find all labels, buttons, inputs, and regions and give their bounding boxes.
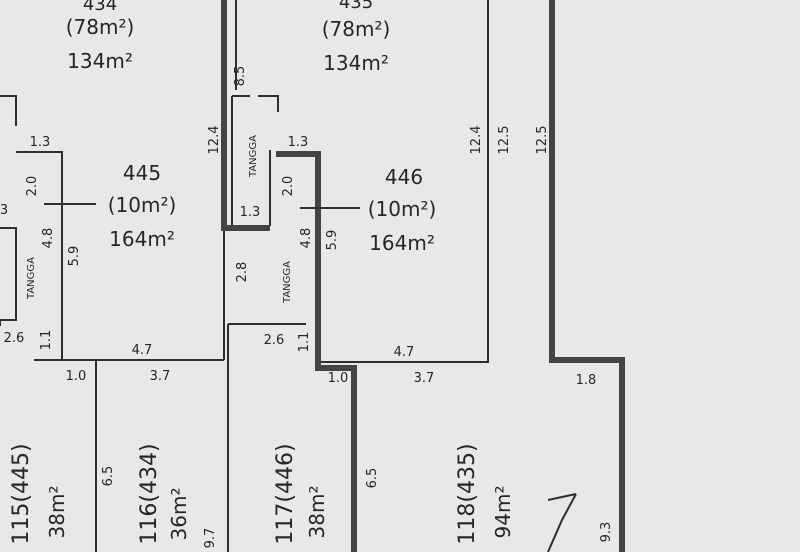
dim-2-0-b: 2.0 bbox=[281, 176, 296, 197]
curve-line bbox=[547, 493, 577, 501]
plot-115-area: 38m² bbox=[45, 486, 69, 539]
plot-434-number: 434 bbox=[83, 0, 117, 15]
plot-boundaries bbox=[0, 0, 489, 552]
dim-2-6: 2.6 bbox=[4, 331, 25, 346]
dim-9-3: 9.3 bbox=[599, 522, 614, 543]
plot-117-area: 38m² bbox=[305, 486, 329, 539]
stair-label-446-top: TANGGA bbox=[248, 135, 259, 178]
boundary-line bbox=[258, 95, 279, 112]
stair-label-445: TANGGA bbox=[26, 257, 37, 300]
plot-435-area: 134m² bbox=[323, 51, 389, 75]
dim-2-8: 2.8 bbox=[235, 262, 250, 283]
boundary-line bbox=[0, 227, 17, 321]
plot-446-area-paren: (10m²) bbox=[368, 197, 437, 221]
plot-115-number: 115(445) bbox=[9, 443, 34, 544]
wall bbox=[276, 151, 357, 552]
boundary-line bbox=[16, 151, 63, 360]
dim-1-3-c: 1.3 bbox=[240, 205, 261, 220]
dimension-ticks bbox=[44, 203, 577, 552]
plot-117-number: 117(446) bbox=[273, 443, 298, 544]
plot-445-area-paren: (10m²) bbox=[108, 193, 177, 217]
dim-12-5-b: 12.5 bbox=[535, 126, 550, 155]
plot-118-area: 94m² bbox=[491, 486, 515, 539]
wall bbox=[549, 0, 625, 552]
dim-4-8-b: 4.8 bbox=[299, 228, 314, 249]
boundary-line bbox=[0, 95, 17, 126]
plot-116-number: 116(434) bbox=[137, 443, 162, 544]
dim-12-4-b: 12.4 bbox=[469, 126, 484, 155]
dim-4-7: 4.7 bbox=[132, 343, 153, 358]
plot-434-area: 134m² bbox=[67, 49, 133, 73]
dim-8-5: 8.5 bbox=[233, 66, 248, 87]
plot-445-area: 164m² bbox=[109, 227, 175, 251]
dim-2-0: 2.0 bbox=[25, 176, 40, 197]
plot-116-area: 36m² bbox=[167, 488, 191, 541]
plot-446-number: 446 bbox=[385, 165, 423, 189]
dim-2-6-b: 2.6 bbox=[264, 333, 285, 348]
dim-1-1: 1.1 bbox=[39, 330, 54, 351]
plot-118-number: 118(435) bbox=[455, 443, 480, 544]
dim-1-0-b: 1.0 bbox=[328, 371, 349, 386]
curve-line bbox=[547, 493, 577, 552]
dim-4-7-b: 4.7 bbox=[394, 345, 415, 360]
dim-3-7-b: 3.7 bbox=[414, 371, 435, 386]
plot-434-area-paren: (78m²) bbox=[66, 15, 135, 39]
wall bbox=[221, 0, 270, 231]
plot-435-number: 435 bbox=[339, 0, 373, 13]
dim-1-8: 1.8 bbox=[576, 373, 597, 388]
dim-6-5: 6.5 bbox=[101, 466, 116, 487]
dim-6-5-b: 6.5 bbox=[365, 468, 380, 489]
plot-435-area-paren: (78m²) bbox=[322, 17, 391, 41]
dim-5-9-b: 5.9 bbox=[325, 230, 340, 251]
dim-12-5-a: 12.5 bbox=[497, 126, 512, 155]
dim-1-3-b: 1.3 bbox=[288, 135, 309, 150]
dim-9-7: 9.7 bbox=[203, 528, 218, 549]
dim-4-8: 4.8 bbox=[41, 228, 56, 249]
dim-5-9: 5.9 bbox=[67, 246, 82, 267]
dim-1-1-b: 1.1 bbox=[297, 332, 312, 353]
dim-1-0: 1.0 bbox=[66, 369, 87, 384]
thick-walls bbox=[221, 0, 625, 552]
dim-12-4: 12.4 bbox=[207, 126, 222, 155]
plot-445-number: 445 bbox=[123, 161, 161, 185]
boundary-line bbox=[358, 0, 489, 363]
stair-label-446: TANGGA bbox=[282, 261, 293, 304]
dim-1-3: 1.3 bbox=[30, 135, 51, 150]
plot-446-area: 164m² bbox=[369, 231, 435, 255]
dim-3-7: 3.7 bbox=[150, 369, 171, 384]
dim-3: 3 bbox=[0, 203, 8, 218]
